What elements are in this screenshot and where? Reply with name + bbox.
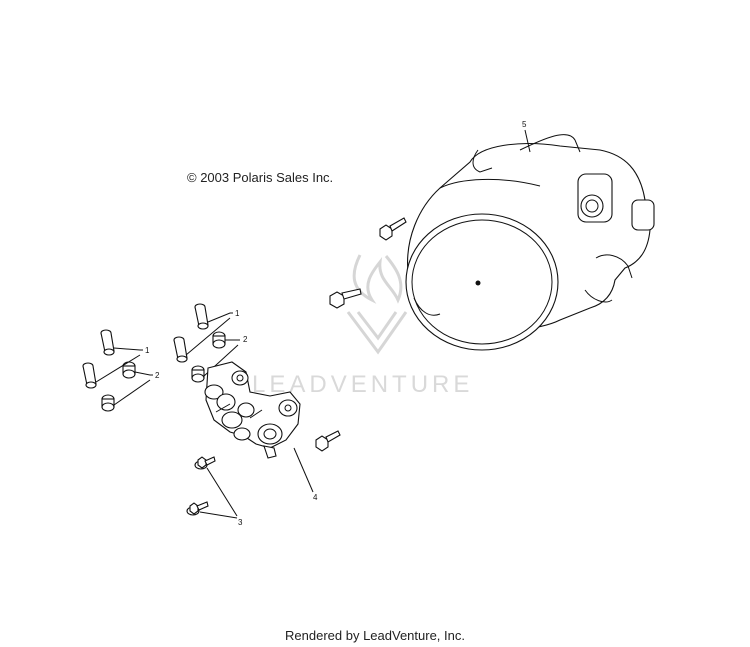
callout-1-lower: 1 [145, 346, 150, 355]
leaders-lower [95, 347, 153, 406]
bushing-upper-2 [212, 331, 226, 349]
callout-3: 3 [238, 518, 243, 527]
callout-5: 5 [522, 120, 527, 129]
bushing-group-lower [82, 329, 136, 412]
bushing-group-upper [173, 303, 226, 383]
leader-4 [293, 447, 314, 493]
bushing-upper-3 [173, 336, 188, 363]
bushing-lower-4 [101, 394, 115, 412]
recoil-housing-cover [405, 134, 655, 351]
hex-bolt-lower [329, 288, 362, 309]
callout-2-lower: 2 [155, 371, 160, 380]
leader-5 [524, 129, 531, 153]
bushing-upper-4 [191, 365, 205, 383]
callout-4: 4 [313, 493, 318, 502]
throttle-body-bracket [204, 361, 301, 459]
bushing-lower-1 [100, 329, 115, 356]
flanged-bolt-upper [194, 456, 216, 470]
copyright-notice: © 2003 Polaris Sales Inc. [187, 170, 334, 185]
footer-credit: Rendered by LeadVenture, Inc. [285, 628, 465, 643]
callout-1-upper: 1 [235, 309, 240, 318]
hex-bolt-bracket [315, 430, 341, 452]
flanged-bolt-lower [186, 501, 209, 516]
leaders-3 [199, 467, 238, 519]
callout-2-upper: 2 [243, 335, 248, 344]
bushing-lower-3 [82, 362, 97, 389]
hex-bolt-upper [379, 217, 407, 241]
leadventure-logo-watermark [346, 254, 408, 355]
bushing-upper-1 [194, 303, 209, 330]
